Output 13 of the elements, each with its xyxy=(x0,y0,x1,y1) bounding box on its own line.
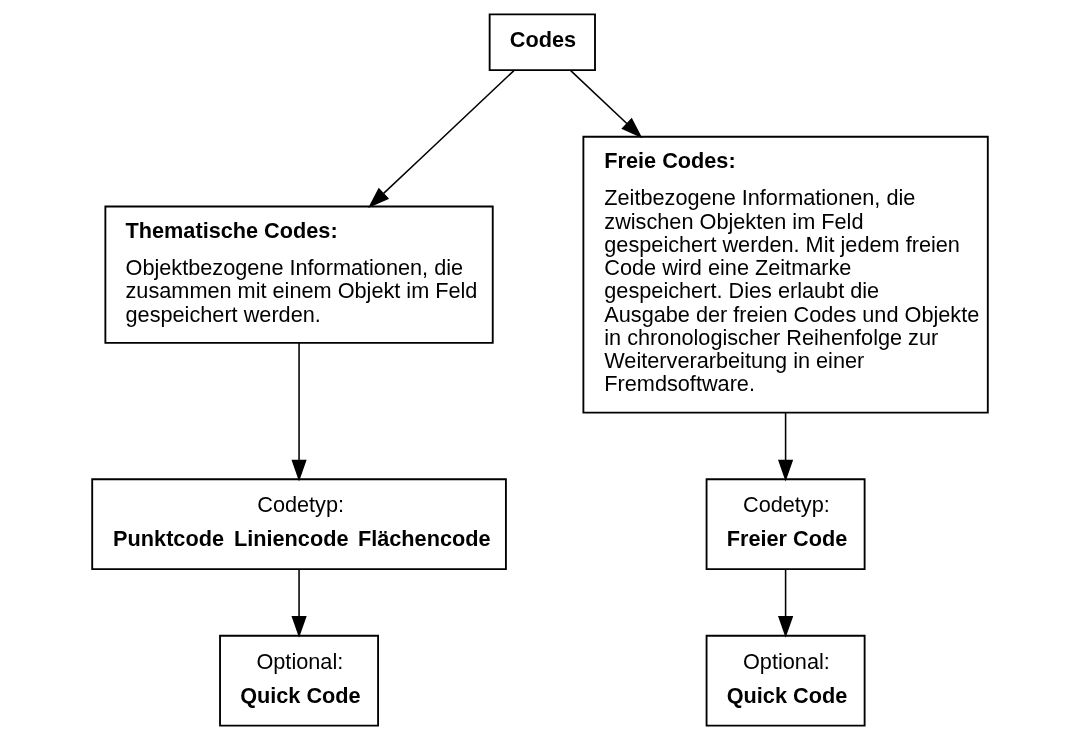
node-box: Optional: Quick Code xyxy=(705,634,866,727)
node-box: Thematische Codes: Objektbezogene Informationen, die zusammen mit einem Objekt im Feld gespeichert werden. xyxy=(103,205,494,344)
node-box: Codes xyxy=(488,13,596,72)
arrow xyxy=(367,69,515,209)
node-box: Codetyp: Punktcode Liniencode Flächencode xyxy=(90,478,507,571)
arrow xyxy=(777,568,793,638)
node-box: Optional: Quick Code xyxy=(218,634,379,727)
node-box: Codetyp: Freier Code xyxy=(705,478,866,571)
arrow xyxy=(290,568,307,638)
arrow xyxy=(569,69,642,139)
arrow xyxy=(777,412,793,482)
node-box: Freie Codes: Zeitbezogene Informationen, die zwischen Objekten im Feld gespeichert werden. Mit jedem freien Code wird eine Zeitmarke gespeichert. Dies erlaubt die Ausgabe der freien Codes und Objekte in chronologischer Reihenfolge zur Weiterverarbeitung in einer Fremdsoftware. xyxy=(581,135,989,414)
arrow xyxy=(290,342,307,482)
